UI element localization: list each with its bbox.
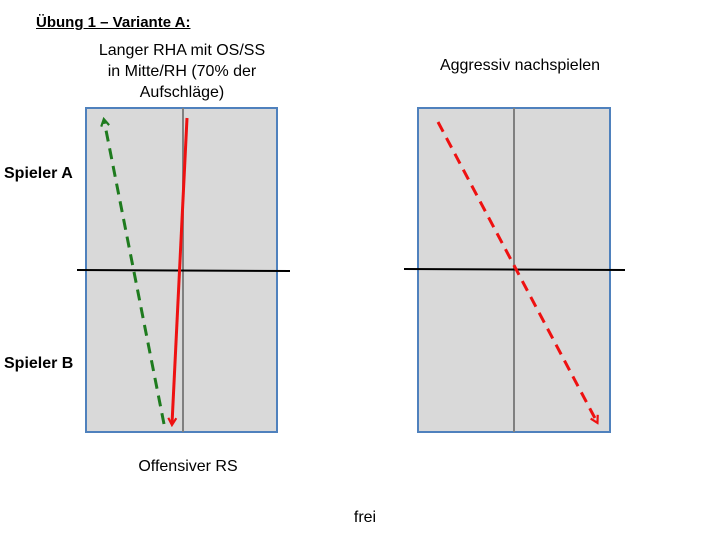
left-table-bottom-caption: Offensiver RS xyxy=(138,458,238,475)
bottom-caption: frei xyxy=(353,509,377,526)
left-table-net xyxy=(76,269,291,272)
left-caption-line-3: Aufschläge) xyxy=(139,84,225,101)
player-a-label: Spieler A xyxy=(4,165,73,182)
right-table-top-caption: Aggressiv nachspielen xyxy=(439,57,601,74)
left-caption-line-1: Langer RHA mit OS/SS xyxy=(98,42,266,59)
player-b-label: Spieler B xyxy=(4,355,74,372)
right-table xyxy=(403,107,626,433)
left-return-arrow xyxy=(104,120,166,425)
left-caption-line-2: in Mitte/RH (70% der xyxy=(107,63,257,80)
exercise-heading: Übung 1 – Variante A: xyxy=(36,14,191,31)
left-serve-arrow xyxy=(172,117,189,424)
left-table xyxy=(76,107,291,433)
left-table-top-caption: Langer RHA mit OS/SS in Mitte/RH (70% de… xyxy=(72,40,292,103)
right-attack-arrow xyxy=(436,121,597,422)
